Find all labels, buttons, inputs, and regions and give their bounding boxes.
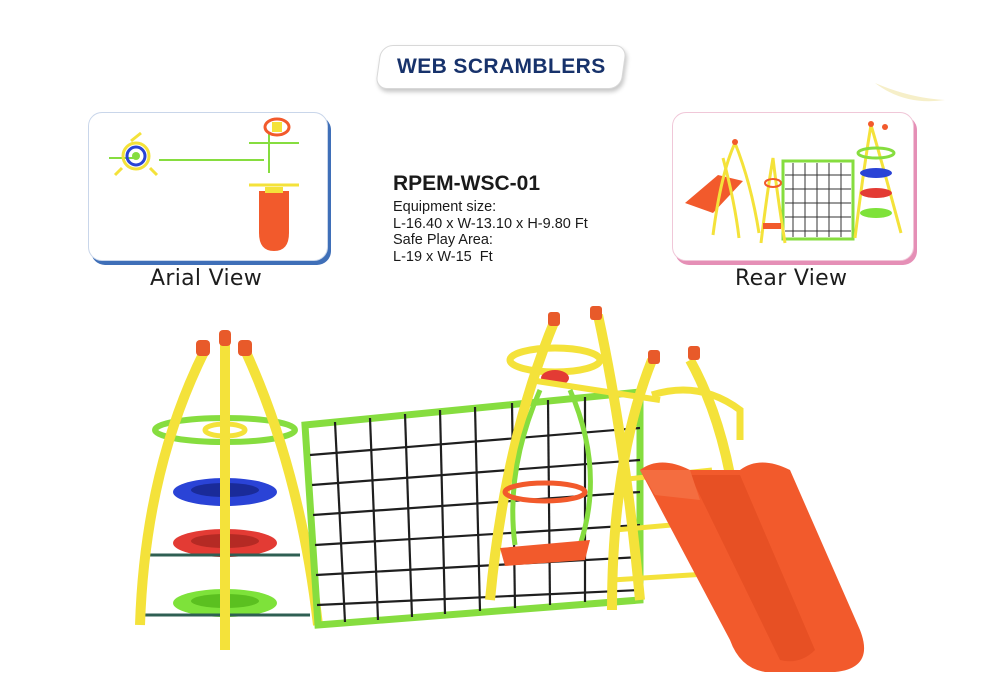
slide xyxy=(640,462,865,672)
rear-view-caption: Rear View xyxy=(735,266,848,291)
aerial-view-image xyxy=(109,117,299,251)
page-title: WEB SCRAMBLERS xyxy=(396,55,606,78)
left-tower xyxy=(135,330,323,650)
title-pill: WEB SCRAMBLERS xyxy=(374,45,628,89)
safe-play-area-label: Safe Play Area: xyxy=(393,232,493,248)
rear-view-panel xyxy=(672,112,914,261)
safe-play-area-value: L-19 x W-15 Ft xyxy=(393,248,493,265)
aerial-view-caption: Arial View xyxy=(150,266,263,291)
model-number: RPEM-WSC-01 xyxy=(393,172,541,195)
middle-frame xyxy=(485,306,661,601)
spec-block: RPEM-WSC-01 Equipment size: L-16.40 x W-… xyxy=(393,172,588,265)
rear-view-image xyxy=(685,121,903,244)
main-product-image xyxy=(135,306,865,672)
aerial-view-panel xyxy=(88,112,328,261)
equipment-size-label: Equipment size: xyxy=(393,199,497,215)
equipment-size-value: L-16.40 x W-13.10 x H-9.80 Ft xyxy=(393,215,588,232)
decorative-swoosh xyxy=(875,83,945,102)
